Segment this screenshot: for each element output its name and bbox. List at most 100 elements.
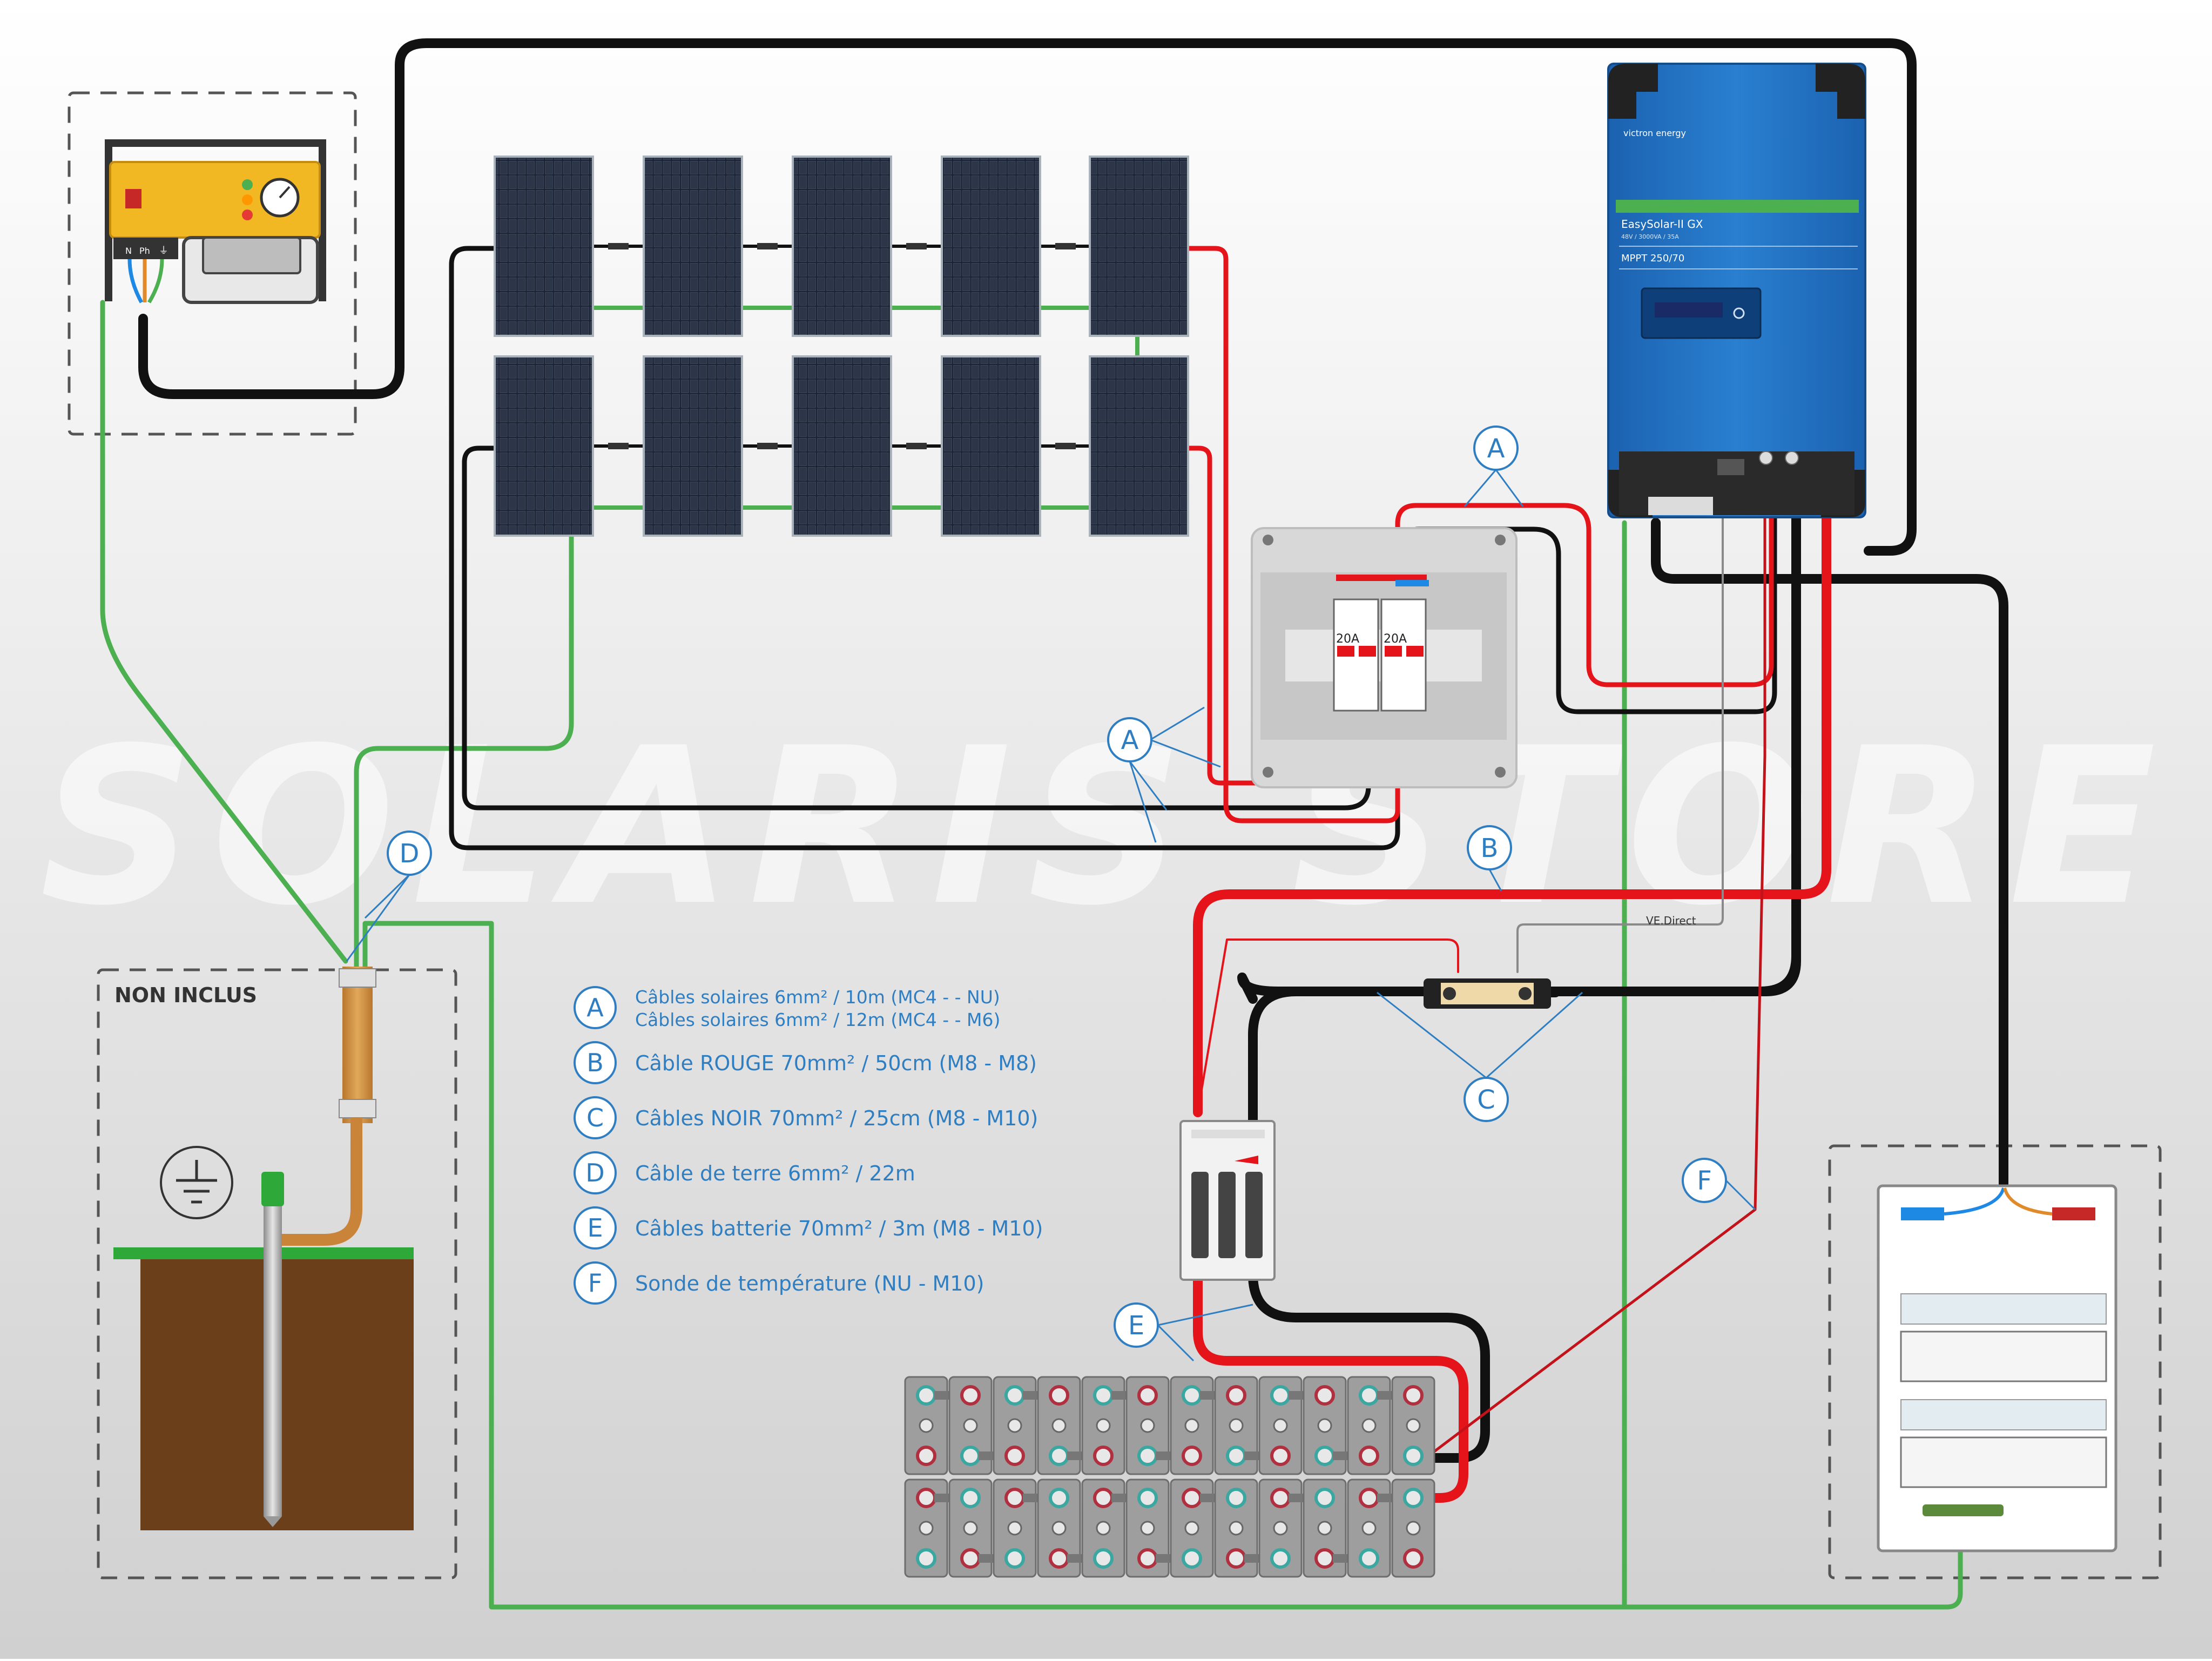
battery-cell [1303,1478,1347,1578]
legend-badge [574,1261,617,1305]
battery-cell [1303,1376,1347,1475]
legend-letter: A [586,993,604,1022]
generator-led-green [242,179,253,190]
battery-terminal [1359,1548,1379,1569]
legend: A Câbles solaires 6mm² / 10m (MC4 - - NU)… [574,986,1043,1305]
earth-rod [264,1203,282,1516]
battery-terminal [1004,1385,1025,1406]
solar-panel [1089,355,1189,537]
battery-vent [1051,1418,1067,1433]
battery-terminal [916,1446,936,1466]
legend-badge [574,1151,617,1194]
pv-breaker-box: 20A 20A [1251,527,1518,788]
solar-panel [941,156,1041,337]
callout-badge [1682,1158,1727,1203]
battery-cell [1125,1376,1170,1475]
battery-terminal [1093,1446,1114,1466]
battery-terminal [1403,1385,1424,1406]
callout: C [1377,991,1583,1122]
dist-row-2-breakers [1900,1436,2107,1488]
watermark: SOLARIS STORE [40,702,2173,953]
callout-letter: B [1481,833,1499,863]
battery-terminal [960,1548,981,1569]
generator-gauge-needle [279,186,291,199]
generator-led-orange [242,194,253,205]
battery-vent [1140,1418,1155,1433]
battery-cell [904,1376,948,1475]
battery-cell [1391,1478,1435,1578]
fuse-holder-2 [1218,1172,1236,1258]
earth-rod-tip [264,1516,282,1527]
generator-wire-blue [127,259,144,303]
battery-vent [1140,1521,1155,1536]
callout-leader [1488,869,1502,892]
battery-terminal [1137,1446,1158,1466]
dist-earth-bar [1923,1504,2004,1516]
shunt-resistor [1441,983,1534,1004]
breaker-screw-bl [1263,767,1273,778]
battery-terminal [916,1385,936,1406]
shunt-bolt-left [1443,987,1456,1000]
legend-text: Sonde de température (NU - M10) [635,1272,984,1295]
battery-cell [1081,1478,1125,1578]
battery-terminal [1137,1548,1158,1569]
solar-panel-cells [794,158,890,335]
legend-letter: F [588,1268,602,1298]
callout-badge [1107,717,1152,762]
battery-terminal [1137,1385,1158,1406]
legend-text: Câbles NOIR 70mm² / 25cm (M8 - M10) [635,1106,1038,1130]
mc4-connector [1055,243,1076,249]
battery-terminal [1270,1548,1291,1569]
battery-cell [1391,1376,1435,1475]
generator-zone [68,91,357,436]
inverter-mppt: MPPT 250/70 [1621,253,1684,264]
pv-string2-negative [462,445,1371,811]
solar-panel-cells [794,357,890,535]
battery-terminal [1226,1488,1246,1508]
callout-letter: A [1487,434,1505,464]
battery-terminal [916,1548,936,1569]
battery-cell [1037,1376,1081,1475]
legend-badge [574,986,617,1029]
legend-text: Câbles batterie 70mm² / 3m (M8 - M10) [635,1217,1043,1240]
callout-leader [346,874,410,962]
callout-letter: C [1477,1085,1495,1115]
battery-vent [919,1418,934,1433]
solar-panel-cells [943,158,1039,335]
battery-terminal [1226,1548,1246,1569]
battery-terminal [1359,1488,1379,1508]
red-cables [1193,514,1831,1503]
callout-leader [364,874,410,919]
battery-terminal [1314,1548,1335,1569]
generator-frame-top [105,139,325,147]
generator-switch [125,189,141,208]
callout-badge [1464,1077,1509,1122]
battery-vent [1096,1418,1111,1433]
legend-text: Câbles solaires 6mm² / 10m (MC4 - - NU) [635,987,1000,1008]
earth-generator [100,300,348,964]
shunt-bolt-right [1519,987,1532,1000]
solar-panel-cells [943,357,1039,535]
legend-badge [574,1206,617,1250]
dist-wire-brown [2003,1187,2053,1216]
dist-bus-neutral [1901,1207,1944,1220]
generator-led-red [242,210,253,220]
callout-letter: F [1697,1166,1712,1196]
ground-symbol-lines [176,1160,217,1204]
callout-letter: D [400,839,420,869]
callout-leader [1377,991,1487,1079]
legend-badge [574,1096,617,1139]
battery-vent [1361,1521,1377,1536]
solar-panel-cells [496,158,592,335]
breaker-1: 20A [1333,598,1379,712]
callout-leader [1150,706,1205,741]
battery-terminal [1182,1385,1202,1406]
solar-panel [494,156,594,337]
callout: F [1682,1158,1756,1211]
battery-terminal [1359,1385,1379,1406]
mc4-connector [757,443,778,449]
battery-cell [948,1478,993,1578]
